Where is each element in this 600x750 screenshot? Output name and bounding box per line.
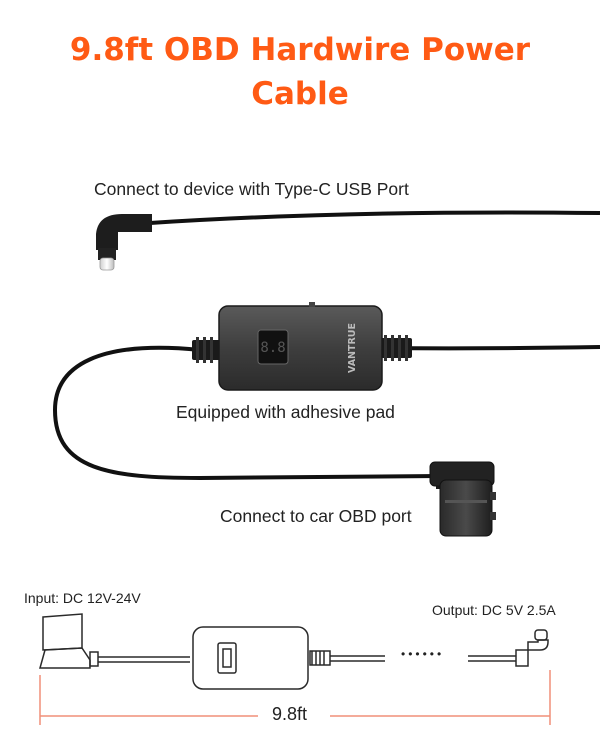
converter-box: 8.8 VANTRUE	[218, 302, 383, 391]
strain-relief-left	[192, 337, 222, 363]
obd-port-callout: Connect to car OBD port	[220, 506, 412, 526]
wiring-diagram	[39, 613, 549, 690]
type-c-connector	[96, 210, 600, 271]
dimension-line	[39, 670, 551, 725]
input-spec-label: Input: DC 12V-24V	[24, 590, 141, 606]
box-brand: VANTRUE	[347, 323, 358, 373]
adhesive-pad-callout: Equipped with adhesive pad	[176, 402, 395, 422]
display-icon: 8.8	[260, 340, 285, 356]
page-title: 9.8ft OBD Hardwire Power Cable	[0, 28, 600, 116]
cable-length-label: 9.8ft	[272, 704, 308, 724]
strain-relief-right	[378, 335, 412, 361]
cable-continuation-dots: ••••••	[401, 647, 445, 661]
title-line-1: 9.8ft OBD Hardwire Power	[69, 32, 531, 68]
output-spec-label: Output: DC 5V 2.5A	[432, 602, 556, 618]
device-port-callout: Connect to device with Type-C USB Port	[94, 179, 409, 199]
title-line-2: Cable	[251, 76, 349, 112]
obd-connector	[429, 461, 496, 537]
